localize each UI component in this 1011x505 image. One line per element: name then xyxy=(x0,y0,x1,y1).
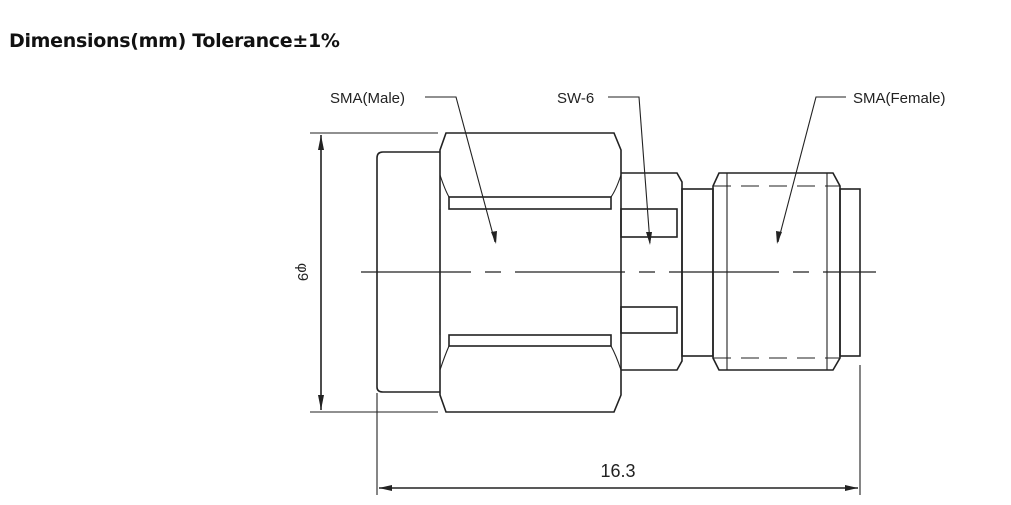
length-label: 16.3 xyxy=(600,461,635,481)
female-body xyxy=(712,172,841,371)
page-title: Dimensions(mm) Tolerance±1% xyxy=(9,30,340,52)
length-dimension: 16.3 xyxy=(376,365,861,495)
label-sw6: SW-6 xyxy=(557,90,594,107)
diameter-dimension: φ9 xyxy=(294,132,438,413)
label-sma-male: SMA(Male) xyxy=(330,90,405,107)
diameter-label: φ9 xyxy=(294,263,311,281)
male-cap xyxy=(376,151,440,393)
female-end-flange xyxy=(839,188,861,357)
leader-lines xyxy=(425,96,846,245)
label-sma-female: SMA(Female) xyxy=(853,90,946,107)
